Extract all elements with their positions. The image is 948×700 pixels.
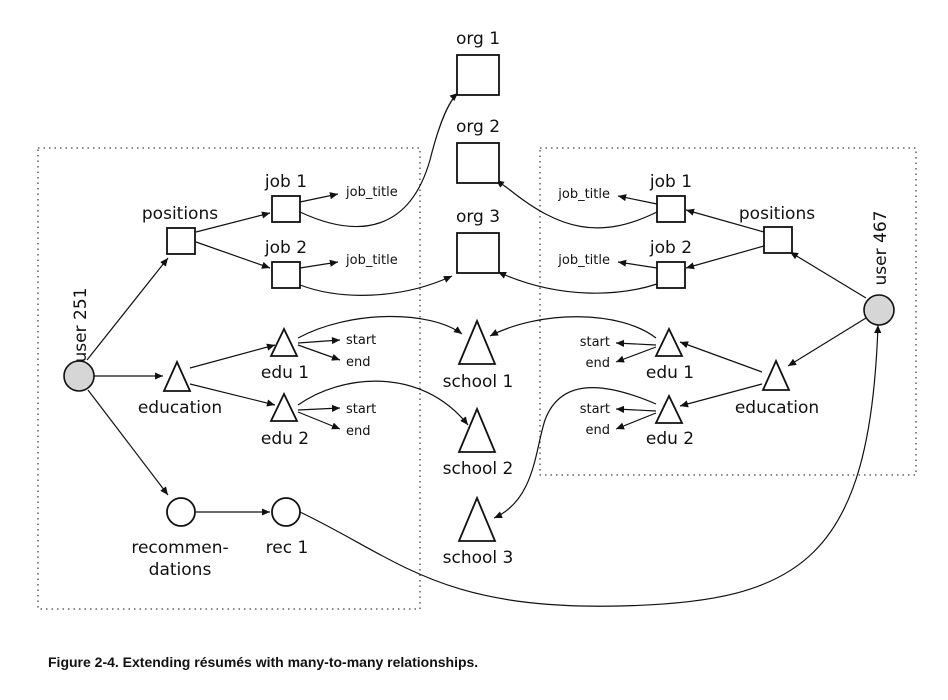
edge-positions-job2-right <box>685 245 765 270</box>
right-job1-node <box>656 195 686 223</box>
edge-edu2-end <box>297 411 341 430</box>
right-job2-label: job 2 <box>649 238 692 258</box>
edge-edu2-end-right <box>615 412 657 430</box>
edge-edu2-school2 <box>297 380 469 426</box>
right-education-node <box>761 358 791 391</box>
left-positions-node <box>166 227 196 255</box>
left-edu2-end-label: end <box>346 424 371 439</box>
school1-node <box>457 318 497 365</box>
edge-positions-job1 <box>195 211 271 233</box>
edge-edu2-start-right <box>615 405 657 414</box>
left-edu1-start-label: start <box>346 333 376 348</box>
left-edu1-end-label: end <box>346 355 371 370</box>
right-job2-title-label: job_title <box>557 253 610 268</box>
left-job2-title-label: job_title <box>345 253 398 268</box>
edge-edu1-end-right <box>615 346 657 363</box>
edge-rec1-user467 <box>299 324 882 607</box>
edge-job1-title <box>299 192 339 203</box>
left-edu1-node <box>269 326 299 357</box>
org1-node <box>456 54 500 96</box>
edge-job1-title-right <box>617 194 658 205</box>
left-job1-title-label: job_title <box>345 185 398 200</box>
edges <box>86 92 882 607</box>
school3-label: school 3 <box>443 548 514 568</box>
edge-edu1-start-right <box>615 339 657 348</box>
edge-edu1-school1 <box>297 315 463 339</box>
right-job2-node <box>656 261 686 289</box>
edge-edu1-end <box>297 344 341 361</box>
figure-caption: Figure 2-4. Extending résumés with many-… <box>48 654 479 670</box>
left-edu1-label: edu 1 <box>261 363 309 383</box>
school2-label: school 2 <box>443 459 514 479</box>
right-edu2-start-label: start <box>580 402 610 417</box>
recommendations-label-line1: recommen- <box>131 538 228 558</box>
right-job1-label: job 1 <box>649 172 692 192</box>
right-edu1-start-label: start <box>580 335 610 350</box>
user467-label: user 467 <box>871 211 891 286</box>
school2-node <box>457 406 497 453</box>
right-job1-title-label: job_title <box>557 187 610 202</box>
edge-positions-job2 <box>195 241 271 269</box>
edge-job2-right-org3 <box>497 271 658 294</box>
right-edu2-end-label: end <box>586 423 611 438</box>
edge-job2-org3 <box>299 275 453 296</box>
edge-edu2-right-school3 <box>493 387 657 519</box>
left-edu2-start-label: start <box>346 402 376 417</box>
left-education-label: education <box>138 398 222 418</box>
left-job1-label: job 1 <box>264 172 307 192</box>
edge-job2-title <box>299 259 339 269</box>
edge-education-edu1 <box>189 343 276 369</box>
left-job1-node <box>271 195 301 223</box>
left-job2-node <box>271 261 301 289</box>
edge-user467-positions <box>789 251 867 299</box>
school1-label: school 1 <box>443 372 514 392</box>
edge-job1-right-org2 <box>495 179 658 229</box>
org2-label: org 2 <box>456 117 500 137</box>
recommendations-node <box>166 497 196 527</box>
edge-user251-recommendations <box>87 389 169 496</box>
left-education-node <box>162 359 192 392</box>
left-edu2-label: edu 2 <box>261 429 309 449</box>
org3-node <box>456 232 500 274</box>
user-467-region <box>539 147 917 476</box>
edge-user467-education <box>787 317 867 367</box>
rec1-label: rec 1 <box>266 538 309 558</box>
edge-edu1-right-school1 <box>489 316 657 339</box>
recommendations-label-line2: dations <box>149 560 212 580</box>
org2-node <box>456 142 500 184</box>
right-positions-label: positions <box>739 204 815 224</box>
user-251-region <box>37 147 421 610</box>
left-job2-label: job 2 <box>264 238 307 258</box>
right-positions-node <box>763 226 793 254</box>
edge-edu1-start <box>297 336 341 345</box>
user251-label: user 251 <box>71 288 91 363</box>
user251-node <box>63 360 95 392</box>
right-edu1-end-label: end <box>586 356 611 371</box>
right-edu1-label: edu 1 <box>646 363 694 383</box>
edge-education-edu1-right <box>679 341 763 373</box>
left-positions-label: positions <box>142 204 218 224</box>
org1-label: org 1 <box>456 29 500 49</box>
right-education-label: education <box>735 398 819 418</box>
right-edu2-label: edu 2 <box>646 429 694 449</box>
edge-user251-positions <box>86 257 169 361</box>
edge-positions-job1-right <box>685 208 765 233</box>
edge-job2-title-right <box>617 259 658 269</box>
right-edu1-node <box>654 326 684 357</box>
edge-job1-org1 <box>299 92 459 228</box>
left-edu2-node <box>269 391 299 422</box>
school3-node <box>457 495 497 542</box>
edge-education-edu2 <box>189 383 276 407</box>
edge-edu2-start <box>297 404 341 412</box>
edge-education-edu2-right <box>679 383 763 408</box>
right-edu2-node <box>654 393 684 424</box>
user467-node <box>863 294 895 326</box>
org3-label: org 3 <box>456 207 500 227</box>
rec1-node <box>271 497 301 527</box>
